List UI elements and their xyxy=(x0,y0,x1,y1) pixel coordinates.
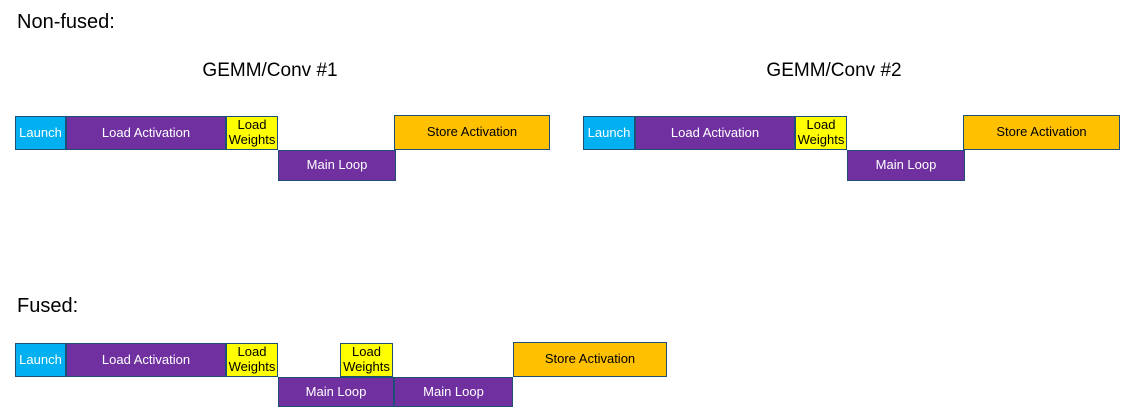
store-activation-block: Store Activation xyxy=(513,342,667,377)
launch-block: Launch xyxy=(15,343,66,377)
main-loop-block: Main Loop xyxy=(847,150,965,181)
heading-fused: Fused: xyxy=(17,295,79,317)
main-loop-block: Main Loop xyxy=(394,377,513,407)
heading-non-fused: Non-fused: xyxy=(17,11,115,33)
main-loop-block: Main Loop xyxy=(278,377,394,407)
load-activation-block: Load Activation xyxy=(66,116,226,150)
kernel-title-gemm-conv-1: GEMM/Conv #1 xyxy=(202,60,338,81)
launch-block: Launch xyxy=(15,116,66,150)
load-weights-block: Load Weights xyxy=(795,116,847,150)
load-weights-block: Load Weights xyxy=(340,343,393,377)
main-loop-block: Main Loop xyxy=(278,150,396,181)
load-weights-block: Load Weights xyxy=(226,116,278,150)
launch-block: Launch xyxy=(583,116,635,150)
load-weights-block: Load Weights xyxy=(226,343,278,377)
store-activation-block: Store Activation xyxy=(394,115,550,150)
load-activation-block: Load Activation xyxy=(66,343,226,377)
kernel-title-gemm-conv-2: GEMM/Conv #2 xyxy=(766,60,902,81)
store-activation-block: Store Activation xyxy=(963,115,1120,150)
load-activation-block: Load Activation xyxy=(635,116,795,150)
